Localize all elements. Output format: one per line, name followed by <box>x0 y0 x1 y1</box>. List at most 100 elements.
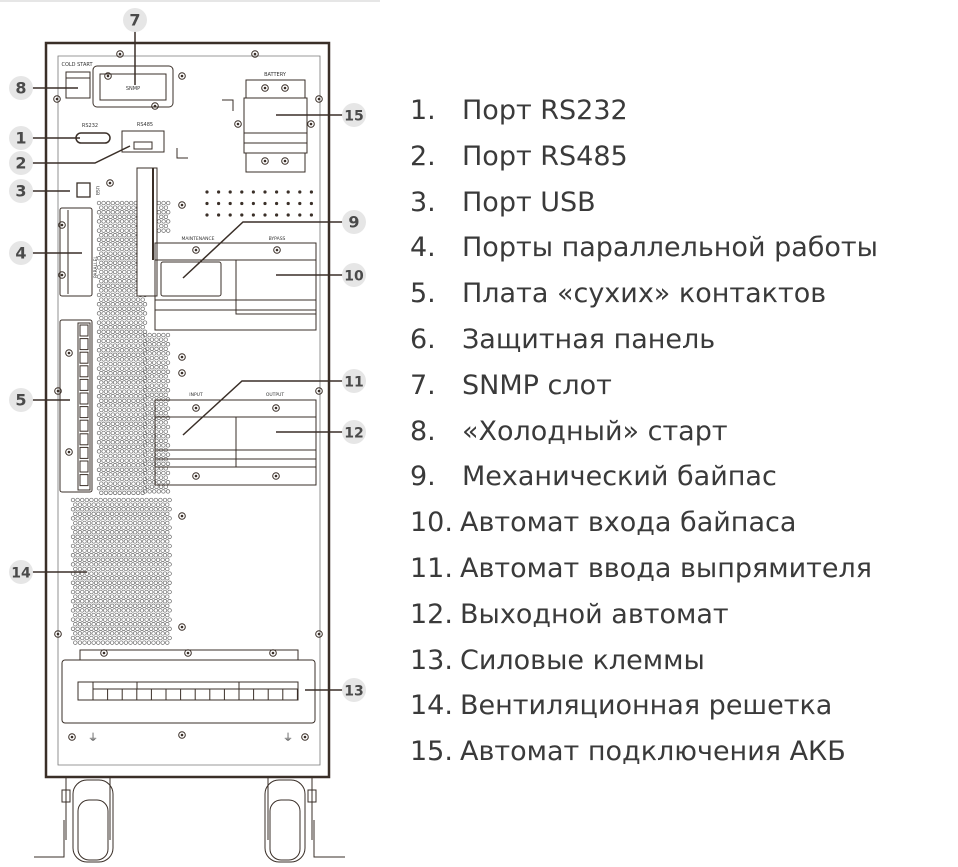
vent-hole <box>152 461 157 466</box>
vent-hole <box>137 539 142 544</box>
vent-hole <box>126 352 132 357</box>
vent-hole <box>145 383 150 388</box>
vent-hole <box>117 260 122 265</box>
vent-hole <box>100 603 106 608</box>
vent-hole <box>126 562 131 567</box>
vent-hole <box>132 539 138 544</box>
vent-hole <box>101 283 106 288</box>
vent-hole <box>165 461 171 466</box>
vent-hole <box>155 511 161 516</box>
vent-hole <box>119 640 124 645</box>
vent-hole <box>138 403 143 408</box>
vent-hole <box>131 490 136 495</box>
vent-hole <box>89 580 94 585</box>
vent-hole <box>137 511 142 516</box>
vent-hole <box>115 421 120 426</box>
vent-hole <box>124 320 129 325</box>
vent-hole <box>99 407 104 413</box>
screw-center <box>56 632 60 636</box>
output-breaker[interactable] <box>235 416 317 468</box>
vent-hole <box>119 265 125 270</box>
rs485-port[interactable] <box>133 141 153 150</box>
vent-hole <box>124 210 129 215</box>
vent-hole <box>121 553 126 558</box>
vent-hole <box>167 608 172 613</box>
vent-dot <box>275 213 279 217</box>
vent-hole <box>131 288 136 293</box>
vent-hole <box>128 612 133 618</box>
vent-hole <box>139 497 145 503</box>
vent-hole <box>145 337 150 342</box>
dry-contact-terminal <box>79 433 89 446</box>
dry-contacts-board[interactable] <box>59 319 93 493</box>
vent-hole <box>158 534 163 539</box>
vent-hole <box>151 622 156 627</box>
vent-hole <box>112 497 117 503</box>
snmp-slot[interactable] <box>99 73 167 101</box>
usb-port[interactable] <box>76 182 91 198</box>
vent-hole <box>109 622 115 627</box>
vent-hole <box>108 426 113 431</box>
vent-hole <box>124 283 129 288</box>
vent-hole <box>137 603 142 608</box>
vent-hole <box>98 525 103 530</box>
vent-hole <box>103 361 109 367</box>
vent-hole <box>119 394 125 399</box>
vent-hole <box>160 511 165 516</box>
parallel-ports-panel[interactable] <box>59 207 93 297</box>
bypass-input-breaker[interactable] <box>235 259 317 315</box>
vent-hole <box>121 626 126 631</box>
legend-number: 6. <box>410 323 436 355</box>
vent-hole <box>75 525 80 530</box>
cold-start-switch[interactable] <box>65 71 91 99</box>
vent-hole <box>110 449 115 454</box>
vent-hole <box>110 394 115 399</box>
power-terminals[interactable] <box>77 681 299 701</box>
battery-breaker[interactable] <box>243 97 308 154</box>
callout-number: 9 <box>348 213 359 232</box>
vent-hole <box>100 631 106 636</box>
vent-hole <box>144 543 149 549</box>
vent-hole <box>133 338 138 344</box>
vent-hole <box>133 449 138 454</box>
vent-hole <box>137 576 142 581</box>
dry-contact-terminal <box>79 474 89 487</box>
vent-hole <box>156 397 161 402</box>
rs232-port[interactable] <box>75 132 111 144</box>
vent-hole <box>160 548 165 553</box>
vent-hole <box>96 412 102 417</box>
vent-hole <box>146 576 152 581</box>
vent-hole <box>109 502 115 507</box>
vent-hole <box>162 635 168 641</box>
vent-hole <box>108 398 113 403</box>
vent-hole <box>123 548 129 553</box>
maintenance-bypass-switch[interactable] <box>160 261 222 297</box>
vent-hole <box>145 475 150 480</box>
vent-hole <box>73 622 78 627</box>
vent-hole <box>135 481 141 486</box>
vent-hole <box>129 302 134 307</box>
vent-hole <box>103 352 109 357</box>
vent-hole <box>100 520 106 526</box>
vent-hole <box>153 562 158 567</box>
vent-hole <box>89 525 94 530</box>
vent-hole <box>110 476 115 482</box>
vent-hole <box>158 429 164 434</box>
vent-hole <box>142 332 148 338</box>
screw <box>273 246 281 254</box>
vent-hole <box>165 511 170 516</box>
vent-hole <box>98 497 103 503</box>
vent-hole <box>145 355 150 361</box>
vent-hole <box>123 557 129 562</box>
vent-hole <box>162 571 168 576</box>
vent-hole <box>135 571 140 576</box>
vent-hole <box>156 369 161 374</box>
vent-dot <box>309 190 313 194</box>
vent-hole <box>109 612 115 618</box>
vent-hole <box>129 467 134 472</box>
vent-hole <box>153 543 158 549</box>
vent-hole <box>130 608 135 613</box>
vent-hole <box>93 608 99 613</box>
vent-hole <box>165 502 170 507</box>
vent-hole <box>86 502 92 507</box>
